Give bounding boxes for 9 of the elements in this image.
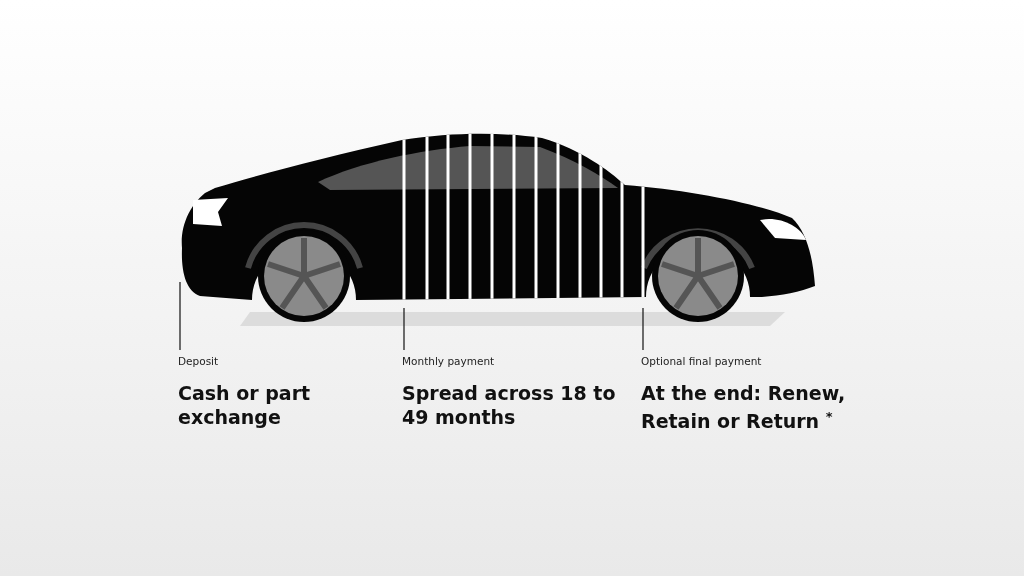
leader-line (179, 281, 181, 351)
description-text: Cash or part exchange (178, 381, 312, 429)
description-text: Spread across 18 to 49 months (402, 381, 617, 429)
leader-line (642, 307, 644, 351)
caption-text: Monthly payment (402, 355, 495, 367)
caption-text: Deposit (178, 355, 219, 367)
caption-text: Optional final payment (641, 355, 762, 367)
description-text: At the end: Renew, Retain or Return $^{*}$ (641, 381, 847, 434)
leader-line (403, 307, 405, 351)
